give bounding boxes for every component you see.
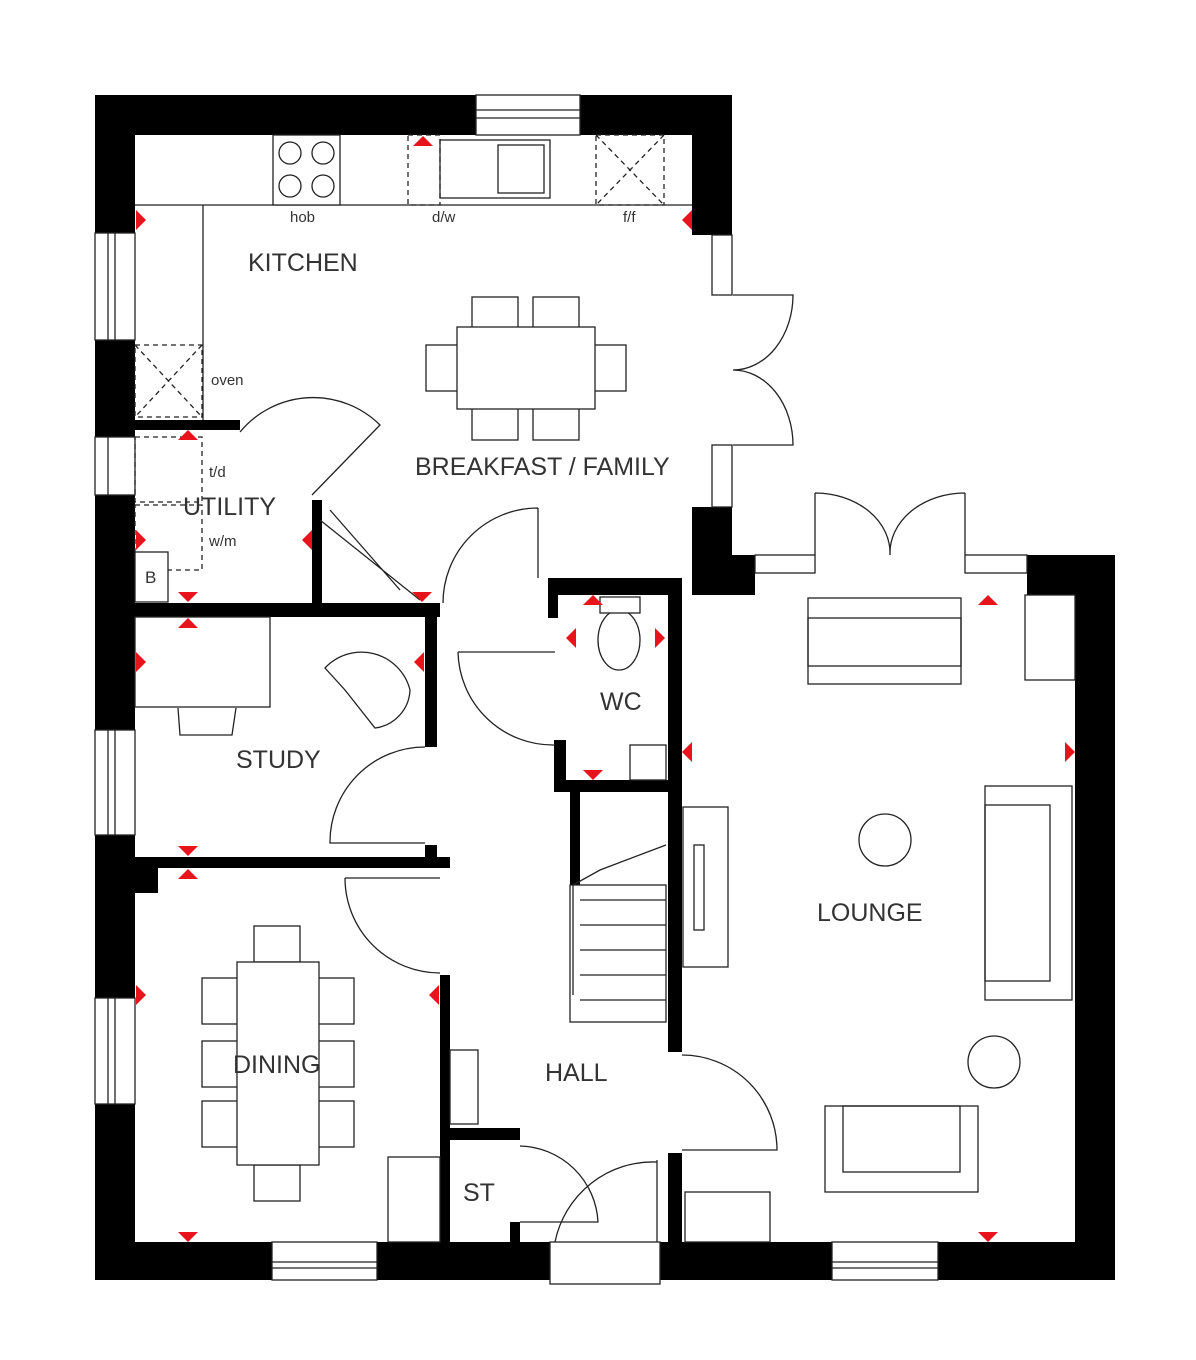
side-cabinet — [1024, 594, 1076, 681]
label-hob: hob — [290, 209, 315, 226]
dining-table — [201, 925, 355, 1202]
label-tumble-dryer: t/d — [209, 464, 226, 481]
cabinet — [684, 1191, 771, 1243]
doors — [239, 294, 966, 1243]
side-table — [967, 1035, 1021, 1089]
staircase — [569, 844, 667, 1023]
room-label-wc: WC — [600, 688, 642, 716]
toilet — [597, 609, 641, 671]
label-oven: oven — [211, 372, 244, 389]
room-label-store: ST — [463, 1179, 495, 1207]
furniture — [134, 594, 1076, 1243]
internal-walls — [135, 420, 682, 1242]
label-washing-machine: w/m — [208, 533, 237, 550]
room-label-utility: UTILITY — [183, 493, 276, 521]
sofa-top — [807, 597, 962, 685]
fireplace — [682, 806, 729, 968]
desk — [134, 616, 271, 708]
boiler — [134, 551, 169, 603]
label-fridge-freezer: f/f — [623, 209, 636, 226]
basin — [629, 744, 667, 781]
room-label-dining: DINING — [233, 1051, 321, 1079]
sink — [439, 139, 551, 199]
dining-cabinet — [387, 1156, 441, 1243]
label-dishwasher: d/w — [432, 209, 456, 226]
sofa-right — [984, 785, 1073, 1001]
windows — [94, 94, 1028, 1285]
breakfast-table — [425, 296, 627, 441]
side-table — [858, 813, 912, 867]
room-label-kitchen: KITCHEN — [248, 249, 358, 277]
room-label-breakfast-family: BREAKFAST / FAMILY — [415, 453, 670, 481]
sofa-bottom — [824, 1105, 979, 1193]
hall-cabinet — [449, 1049, 479, 1125]
label-boiler: B — [145, 568, 156, 587]
room-label-hall: HALL — [545, 1059, 608, 1087]
room-label-lounge: LOUNGE — [817, 899, 923, 927]
kitchen-units — [134, 134, 692, 603]
room-labels: KITCHEN BREAKFAST / FAMILY UTILITY STUDY… — [145, 209, 923, 1207]
room-label-study: STUDY — [236, 746, 321, 774]
dimension-markers — [136, 136, 1075, 1242]
hob-unit — [272, 134, 341, 206]
